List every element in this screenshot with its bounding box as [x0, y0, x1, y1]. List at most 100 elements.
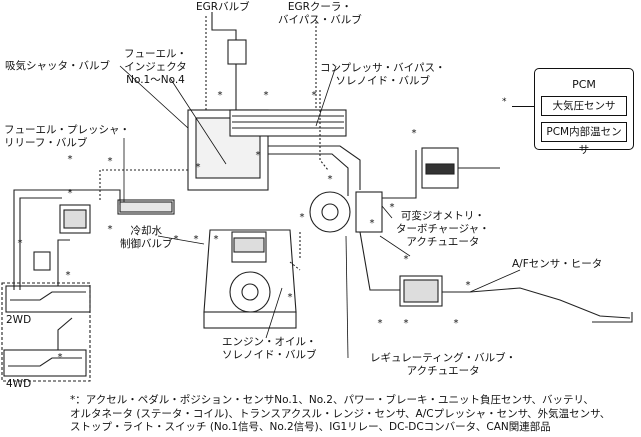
- sensor-mark: *: [66, 270, 71, 281]
- label-compressor-line1: コンプレッサ・バイパス・: [320, 62, 446, 74]
- label-2wd: 2WD: [6, 314, 31, 327]
- label-vgt-line2: ターボチャージャ・: [396, 223, 490, 235]
- label-regulating-line2: アクチュエータ: [406, 365, 480, 377]
- footnote-line1: *：アクセル・ペダル・ポジション・センサNo.1、No.2、パワー・ブレーキ・ユ…: [70, 394, 594, 406]
- fuel-line-2: [57, 239, 70, 286]
- label-regulating-line1: レギュレーティング・バルブ・: [370, 352, 517, 364]
- exhaust-pipe: [359, 231, 400, 291]
- leader-oil: [265, 287, 283, 339]
- turbo-housing: [355, 191, 383, 233]
- fuel-tank-floor: [10, 291, 86, 301]
- label-injector-line3: No.1～No.4: [126, 74, 185, 86]
- label-fuel-injector: フューエル・ インジェクタ No.1～No.4: [124, 48, 187, 87]
- sensor-mark: *: [288, 292, 293, 303]
- fuel-line: [13, 189, 121, 290]
- label-pressure-relief-line1: フューエル・プレッシャ・: [4, 124, 130, 136]
- label-coolant-control-valve: 冷却水 制御バルブ: [120, 225, 173, 251]
- pcm-connector: [512, 106, 534, 107]
- sensor-mark: *: [18, 238, 23, 249]
- pcm-box: PCM 大気圧センサ PCM内部温センサ: [534, 68, 634, 156]
- common-rail: [117, 199, 175, 215]
- label-egr-cooler-line1: EGRクーラ・: [287, 1, 352, 13]
- sensor-mark: *: [174, 234, 179, 245]
- label-4wd-text: 4WD: [6, 378, 32, 390]
- label-vgt-actuator: 可変ジオメトリ・ ターボチャージャ・ アクチュエータ: [396, 210, 490, 249]
- common-rail-fill: [119, 201, 173, 213]
- tailpipe-end: [592, 312, 633, 323]
- cylinder-head: [187, 109, 269, 191]
- label-4wd: 4WD: [6, 378, 31, 391]
- label-oil-line2: ソレノイド・バルブ: [222, 349, 317, 361]
- crankshaft: [229, 271, 271, 313]
- fuel-pump-body: [63, 209, 87, 229]
- air-cleaner-element: [425, 163, 455, 175]
- sensor-mark: *: [328, 174, 333, 185]
- pcm-marker: *: [502, 97, 507, 107]
- footnote: *：アクセル・ペダル・ポジション・センサNo.1、No.2、パワー・ブレーキ・ユ…: [70, 394, 610, 435]
- egr-valve-line: [211, 12, 237, 110]
- sensor-mark: *: [108, 156, 113, 167]
- sensor-mark: *: [194, 234, 199, 245]
- pcm-barometric-sensor: 大気圧センサ: [541, 96, 627, 116]
- sensor-mark: *: [300, 212, 305, 223]
- catalyst-core: [403, 279, 439, 303]
- sensor-mark: *: [454, 318, 459, 329]
- label-af-heater-text: A/Fセンサ・ヒータ: [512, 258, 603, 270]
- sensor-mark: *: [256, 150, 261, 161]
- egr-pipe: [268, 145, 361, 190]
- pcm-title: PCM: [572, 78, 596, 91]
- label-egr-valve: EGRバルブ: [196, 1, 250, 14]
- fuel-tank: [5, 285, 91, 313]
- sensor-mark: *: [68, 154, 73, 165]
- fuel-line-4wd: [57, 317, 73, 350]
- leader-regulating: [345, 235, 349, 359]
- intake-fins: [232, 115, 344, 129]
- sensor-mark: *: [68, 188, 73, 199]
- sensor-mark: *: [196, 162, 201, 173]
- footnote-line3: ストップ・ライト・スイッチ (No.1信号、No.2信号)、IG1リレー、DC-…: [70, 421, 551, 433]
- crankshaft-hub: [241, 283, 259, 301]
- fuel-return-line: [19, 197, 62, 290]
- sensor-mark: *: [58, 352, 63, 363]
- harness-compressor: [319, 90, 329, 171]
- sensor-mark: *: [390, 202, 395, 213]
- footnote-line2: オルタネータ (ステータ・コイル)、トランスアクスル・レンジ・センサ、A/Cプレ…: [70, 407, 611, 420]
- label-intake-shutter-text: 吸気シャッタ・バルブ: [5, 60, 110, 72]
- label-compressor-bypass: コンプレッサ・バイパス・ ソレノイド・バルブ: [320, 62, 445, 88]
- leader-vgt: [381, 205, 393, 219]
- intake-manifold: [229, 109, 347, 137]
- label-egr-cooler-bypass: EGRクーラ・ バイパス・バルブ: [278, 1, 362, 27]
- sensor-mark: *: [370, 218, 375, 229]
- sensor-mark: *: [264, 90, 269, 101]
- intake-duct: [382, 150, 417, 199]
- oil-pan: [203, 311, 297, 329]
- label-compressor-line2: ソレノイド・バルブ: [335, 75, 430, 87]
- sensor-mark: *: [466, 280, 471, 291]
- label-egr-valve-text: EGRバルブ: [196, 1, 250, 13]
- harness-a: [99, 169, 190, 200]
- piston: [233, 237, 265, 253]
- tailpipe: [442, 287, 631, 319]
- turbocharger: [309, 191, 351, 233]
- pcm-internal-temp-sensor: PCM内部温センサ: [541, 122, 627, 156]
- sensor-mark: *: [214, 234, 219, 245]
- leader-af: [469, 269, 521, 293]
- label-2wd-text: 2WD: [6, 314, 32, 326]
- fuel-pump: [59, 204, 91, 234]
- label-injector-line2: インジェクタ: [124, 61, 187, 73]
- egr-valve: [227, 39, 247, 65]
- label-oil-line1: エンジン・オイル・: [222, 336, 317, 348]
- leader-intake-shutter: [119, 65, 189, 129]
- turbocharger-core: [321, 203, 339, 221]
- fuel-filter: [33, 251, 51, 271]
- leader-vgt-2: [379, 235, 411, 257]
- label-pressure-relief: フューエル・プレッシャ・ リリーフ・バルブ: [4, 124, 130, 150]
- sensor-mark: *: [412, 128, 417, 139]
- drive-variant-frame: [1, 282, 91, 382]
- label-coolant-line2: 制御バルブ: [120, 238, 173, 250]
- label-oil-solenoid: エンジン・オイル・ ソレノイド・バルブ: [222, 336, 317, 362]
- sensor-mark: *: [378, 318, 383, 329]
- sensor-mark: *: [108, 224, 113, 235]
- leader-coolant: [157, 235, 205, 245]
